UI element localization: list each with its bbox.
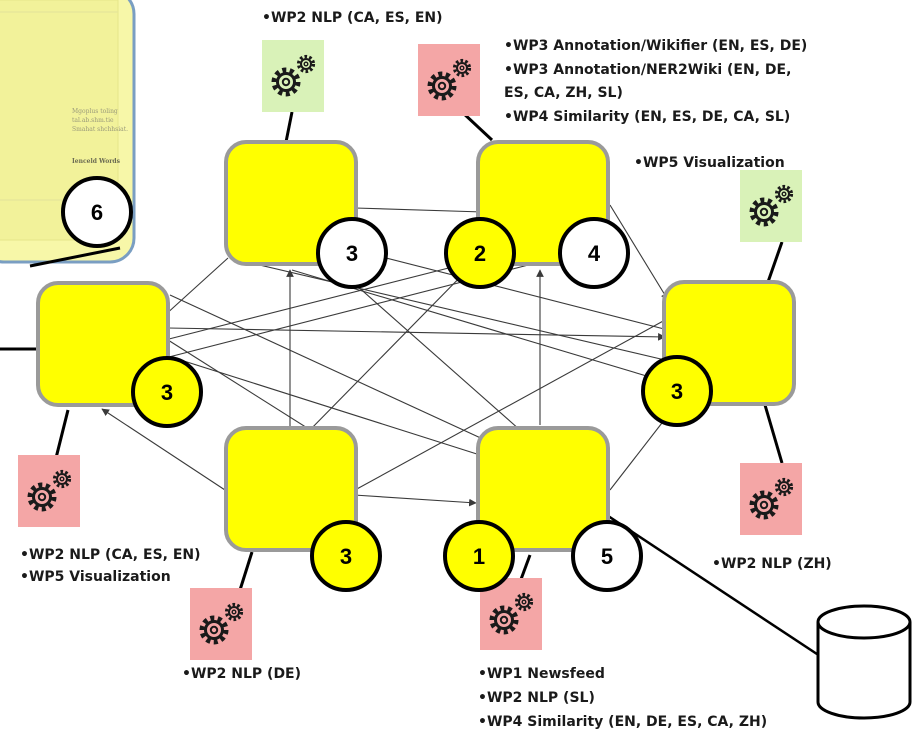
service-connectors [0, 110, 784, 591]
number-badge: 5 [571, 520, 643, 592]
badges-layer: 3 2 4 3 3 3 1 5 6 [61, 176, 713, 592]
svg-text:3: 3 [346, 241, 358, 266]
gear-box-left [18, 455, 80, 527]
node-bottom-right [476, 426, 610, 552]
service-label: •WP3 Annotation/NER2Wiki (EN, DE, [504, 62, 791, 78]
service-label: •WP3 Annotation/Wikifier (EN, ES, DE) [504, 38, 807, 54]
number-badge: 3 [310, 520, 382, 592]
service-labels: •WP2 NLP (CA, ES, EN) •WP3 Annotation/Wi… [20, 10, 832, 730]
service-label: •WP4 Similarity (EN, DE, ES, CA, ZH) [478, 714, 767, 730]
gear-box-top-right [418, 44, 480, 116]
svg-text:3: 3 [161, 380, 173, 405]
number-badge: 1 [443, 520, 515, 592]
service-label: ES, CA, ZH, SL) [504, 85, 623, 101]
service-label: •WP2 NLP (CA, ES, EN) [262, 10, 443, 26]
gear-box-right [740, 463, 802, 535]
number-badge: 4 [558, 217, 630, 289]
svg-text:4: 4 [588, 241, 601, 266]
network-edges [101, 204, 673, 507]
svg-text:3: 3 [671, 379, 683, 404]
svg-text:6: 6 [91, 200, 103, 225]
svg-text:1: 1 [473, 544, 485, 569]
screenshot-fragment: Mgoplus toling [72, 108, 118, 115]
service-label: •WP2 NLP (ZH) [712, 556, 832, 572]
screenshot-fragment: Ienceld Words [72, 158, 121, 165]
service-label: •WP4 Similarity (EN, ES, DE, CA, SL) [504, 109, 790, 125]
gear-box-bottom-left [190, 588, 252, 660]
service-label: •WP1 Newsfeed [478, 666, 605, 682]
service-label: •WP5 Visualization [634, 155, 785, 171]
number-badge: 3 [131, 356, 203, 428]
service-label: •WP2 NLP (SL) [478, 690, 595, 706]
nodes-layer [36, 140, 796, 552]
service-label: •WP2 NLP (CA, ES, EN) [20, 547, 201, 563]
number-badge: 3 [641, 355, 713, 427]
service-label: •WP5 Visualization [20, 569, 171, 585]
gears-layer [18, 40, 802, 660]
service-label: •WP2 NLP (DE) [182, 666, 301, 682]
gear-box-top-left [262, 40, 324, 112]
svg-text:3: 3 [340, 544, 352, 569]
node-bottom-left [224, 426, 358, 552]
number-badge: 3 [316, 217, 388, 289]
number-badge: 6 [61, 176, 133, 248]
node-left [36, 281, 170, 407]
screenshot-fragment: Smahat shchhsiat. [72, 126, 128, 133]
database-icon [816, 604, 912, 720]
number-badge: 2 [444, 217, 516, 289]
gear-box-right-top [740, 170, 802, 242]
svg-text:5: 5 [601, 544, 613, 569]
screenshot-fragment: tal.ab.shm.tie [72, 117, 114, 124]
svg-text:2: 2 [474, 241, 486, 266]
